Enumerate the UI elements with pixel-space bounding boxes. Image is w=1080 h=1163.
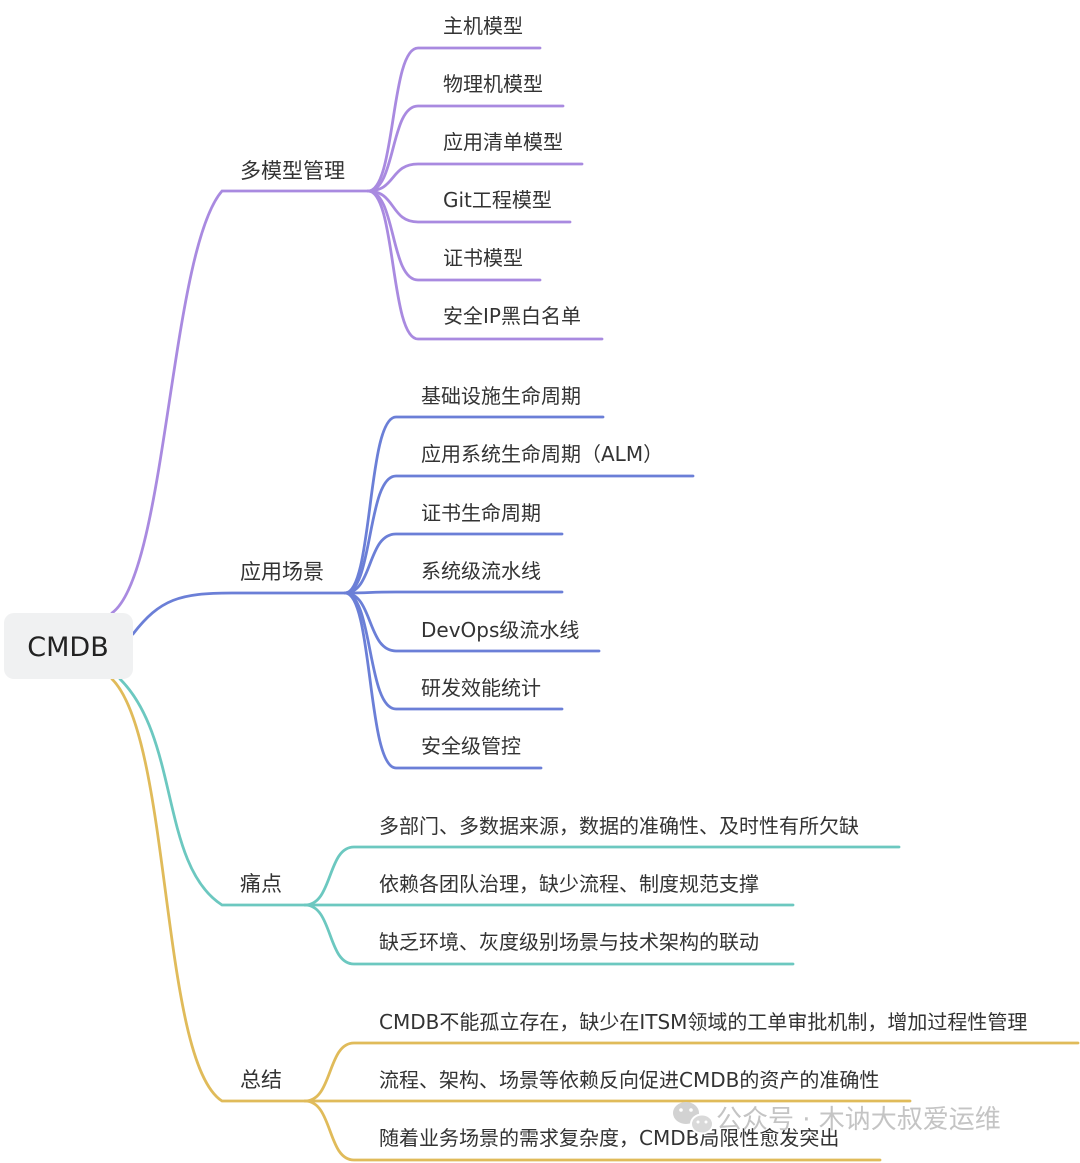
leaf-label: DevOps级流水线 xyxy=(421,618,579,642)
branch-label: 痛点 xyxy=(240,872,282,896)
leaf-label: 系统级流水线 xyxy=(421,559,541,583)
leaf-label: 依赖各团队治理，缺少流程、制度规范支撑 xyxy=(379,872,759,896)
leaf-label: 物理机模型 xyxy=(443,72,543,96)
root-node-label: CMDB xyxy=(27,632,108,663)
root-connector xyxy=(118,677,307,907)
leaf-label: Git工程模型 xyxy=(443,188,552,212)
leaf-connector xyxy=(343,590,564,595)
root-connector xyxy=(131,591,347,636)
leaf-connector xyxy=(366,189,572,224)
branch-label: 总结 xyxy=(240,1068,282,1092)
leaf-connector xyxy=(303,903,795,966)
leaf-label: 主机模型 xyxy=(443,14,523,38)
leaf-label: 证书模型 xyxy=(443,246,523,270)
branch-scenarios[interactable]: 应用场景 基础设施生命周期 应用系统生命周期（ALM） 证书生命周期 系统级流水… xyxy=(240,384,663,758)
leaf-connector xyxy=(366,46,542,193)
connector-lines xyxy=(110,46,1080,1162)
leaf-connector xyxy=(303,1041,1080,1103)
watermark: 公众号 · 木讷大叔爱运维 xyxy=(673,1102,1001,1135)
leaf-connector xyxy=(343,474,695,595)
leaf-label: 应用系统生命周期（ALM） xyxy=(421,442,663,466)
leaf-connector xyxy=(366,162,584,193)
leaf-connector xyxy=(303,845,901,907)
leaf-label: 证书生命周期 xyxy=(421,501,541,525)
leaf-connector xyxy=(303,1099,882,1162)
root-connector xyxy=(110,189,370,615)
root-node[interactable]: CMDB xyxy=(4,613,133,679)
leaf-connector xyxy=(343,591,543,770)
branch-label: 多模型管理 xyxy=(240,159,345,183)
root-node-box xyxy=(4,613,133,679)
leaf-label: 安全IP黑白名单 xyxy=(443,304,581,328)
leaf-label: CMDB不能孤立存在，缺少在ITSM领域的工单审批机制，增加过程性管理 xyxy=(379,1010,1027,1034)
leaf-label: 研发效能统计 xyxy=(421,676,541,700)
leaf-label: 多部门、多数据来源，数据的准确性、及时性有所欠缺 xyxy=(379,814,859,838)
leaf-label: 流程、架构、场景等依赖反向促进CMDB的资产的准确性 xyxy=(379,1068,879,1092)
watermark-text: 公众号 · 木讷大叔爱运维 xyxy=(716,1105,1001,1135)
leaf-label: 随着业务场景的需求复杂度，CMDB局限性愈发突出 xyxy=(379,1126,839,1150)
leaf-label: 缺乏环境、灰度级别场景与技术架构的联动 xyxy=(379,930,759,954)
leaf-connector xyxy=(366,189,604,341)
branch-multi-model[interactable]: 多模型管理 主机模型 物理机模型 应用清单模型 Git工程模型 证书模型 安全I… xyxy=(240,14,581,328)
leaf-connector xyxy=(366,104,565,193)
leaf-label: 应用清单模型 xyxy=(443,130,563,154)
leaf-label: 安全级管控 xyxy=(421,734,521,758)
leaf-connector xyxy=(343,532,564,595)
leaf-label: 基础设施生命周期 xyxy=(421,384,581,408)
branch-pain-points[interactable]: 痛点 多部门、多数据来源，数据的准确性、及时性有所欠缺 依赖各团队治理，缺少流程… xyxy=(240,814,859,954)
branch-label: 应用场景 xyxy=(240,560,324,584)
branch-summary[interactable]: 总结 CMDB不能孤立存在，缺少在ITSM领域的工单审批机制，增加过程性管理 流… xyxy=(240,1010,1027,1150)
leaf-connector xyxy=(343,415,605,595)
root-connector xyxy=(110,677,307,1103)
wechat-icon xyxy=(673,1102,714,1135)
